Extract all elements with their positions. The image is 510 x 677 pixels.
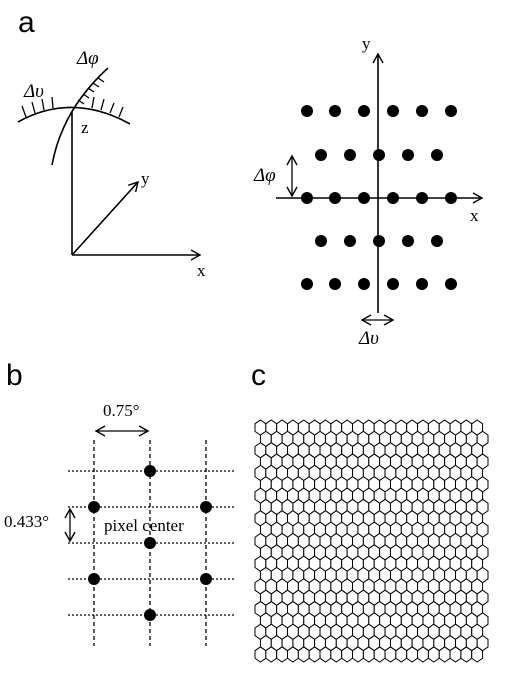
- delta-upsilon-label: Δυ: [23, 81, 44, 102]
- pixel-dot: [329, 278, 341, 290]
- pixel-dot: [301, 105, 313, 117]
- y-axis: [71, 180, 139, 256]
- hex-pixel: [373, 646, 386, 663]
- right-delta-phi-label: Δφ: [253, 165, 276, 186]
- pixel-center-dot: [144, 537, 156, 549]
- panel-b: b 0.75° 0.433° pixel center: [4, 359, 236, 646]
- pixel-dot: [402, 149, 414, 161]
- hex-pixel: [460, 646, 473, 663]
- hex-pixel: [276, 646, 289, 663]
- pixel-center-dot: [144, 465, 156, 477]
- pixel-dot: [445, 278, 457, 290]
- pixel-dot: [344, 235, 356, 247]
- hex-pixel: [330, 646, 343, 663]
- pixel-dot: [387, 105, 399, 117]
- panel-b-pixel-centers: [88, 465, 212, 621]
- pixel-dot: [445, 105, 457, 117]
- pixel-dot: [329, 105, 341, 117]
- pixel-center-dot: [144, 609, 156, 621]
- pixel-dot: [373, 235, 385, 247]
- hex-pixel: [427, 646, 440, 663]
- hex-pixel: [319, 646, 332, 663]
- horizontal-spacing-label: 0.75°: [103, 401, 140, 420]
- y-axis-label: y: [141, 169, 150, 188]
- hex-pixel: [287, 646, 299, 663]
- pixel-dot: [358, 192, 370, 204]
- pixel-center-dot: [200, 573, 212, 585]
- hex-pixel: [254, 646, 267, 663]
- pixel-dot: [315, 149, 327, 161]
- pixel-center-dot: [200, 501, 212, 513]
- pixel-dot: [445, 192, 457, 204]
- phi-arc-ticks: [77, 77, 105, 105]
- pixel-dot: [431, 149, 443, 161]
- pixel-dot: [431, 235, 443, 247]
- panel-a-left-diagram: Δυ Δφ z y x: [17, 48, 206, 280]
- pixel-dot: [416, 192, 428, 204]
- hexagonal-pixel-array: [254, 419, 489, 663]
- vertical-spacing-label: 0.433°: [4, 512, 49, 531]
- pixel-dot: [301, 278, 313, 290]
- right-delta-upsilon-label: Δυ: [358, 328, 379, 349]
- panel-c-letter: c: [251, 359, 266, 392]
- pixel-dot-grid: [301, 105, 457, 290]
- pixel-dot: [387, 278, 399, 290]
- hex-pixel: [417, 646, 429, 663]
- right-y-axis-label: y: [362, 34, 371, 53]
- hex-pixel: [297, 646, 310, 663]
- upsilon-arc-ticks: [21, 96, 124, 118]
- phi-arc: [51, 67, 109, 166]
- panel-b-letter: b: [6, 359, 23, 392]
- pixel-center-label: pixel center: [104, 516, 184, 535]
- hex-pixel: [449, 646, 462, 663]
- z-axis-label: z: [81, 118, 89, 137]
- pixel-dot: [344, 149, 356, 161]
- hex-pixel: [406, 646, 419, 663]
- pixel-center-dot: [88, 501, 100, 513]
- pixel-dot: [358, 278, 370, 290]
- hex-pixel: [265, 646, 278, 663]
- pixel-dot: [358, 105, 370, 117]
- panel-a: a Δ: [17, 6, 484, 349]
- pixel-dot: [416, 278, 428, 290]
- delta-phi-label: Δφ: [76, 48, 99, 69]
- pixel-dot: [301, 192, 313, 204]
- hex-pixel: [438, 646, 451, 663]
- pixel-dot: [373, 149, 385, 161]
- pixel-center-dot: [88, 573, 100, 585]
- hex-pixel: [308, 646, 321, 663]
- hex-pixel: [341, 646, 354, 663]
- x-axis-label: x: [197, 261, 206, 280]
- panel-a-letter: a: [18, 6, 35, 39]
- panel-c: c: [251, 359, 489, 663]
- hex-pixel: [395, 646, 408, 663]
- pixel-dot: [416, 105, 428, 117]
- hex-pixel: [384, 646, 397, 663]
- upsilon-arc: [17, 106, 131, 125]
- panel-a-right-diagram: y x Δφ Δυ: [253, 34, 484, 349]
- pixel-dot: [315, 235, 327, 247]
- pixel-dot: [329, 192, 341, 204]
- right-x-axis-label: x: [470, 206, 479, 225]
- pixel-dot: [402, 235, 414, 247]
- hex-pixel: [471, 646, 484, 663]
- hex-pixel: [352, 646, 364, 663]
- hex-pixel: [362, 646, 375, 663]
- pixel-dot: [387, 192, 399, 204]
